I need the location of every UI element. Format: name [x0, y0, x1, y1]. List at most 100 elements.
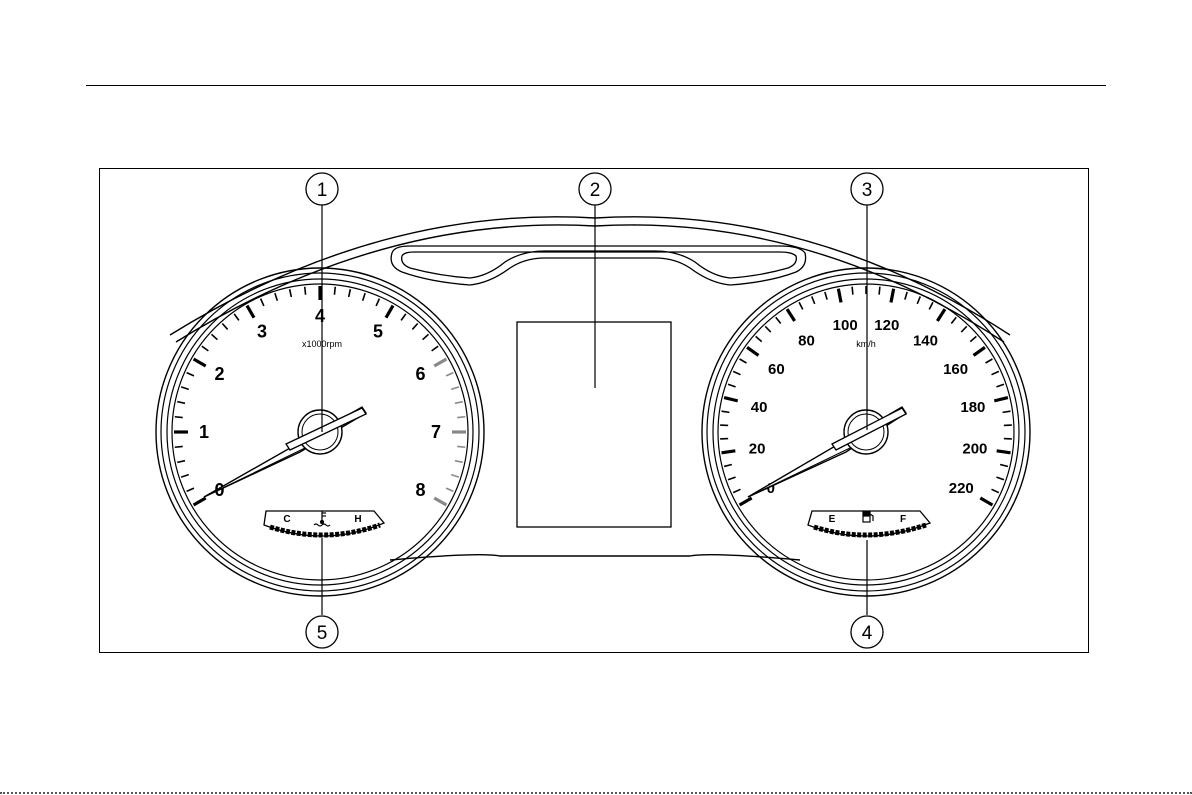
dial-tick: [852, 287, 853, 295]
dial-tick: [776, 317, 781, 323]
dial-tick: [275, 293, 277, 301]
dial-tick: [838, 289, 841, 303]
dial-tick: [721, 451, 735, 453]
dial-tick: [181, 387, 189, 389]
dial-tick: [986, 359, 993, 363]
dial-tick: [1003, 411, 1011, 412]
dial-tick: [905, 292, 907, 300]
dial-tick: [825, 292, 827, 300]
dial-tick: [451, 475, 459, 477]
callout-5: 5: [306, 616, 338, 648]
callout-4: 4: [851, 616, 883, 648]
dial-tick: [937, 309, 945, 321]
dial-number: 7: [431, 422, 441, 442]
dial-tick: [992, 489, 999, 492]
dial-tick: [996, 384, 1004, 387]
tachometer-needle: [204, 407, 366, 497]
dial-tick: [980, 498, 992, 505]
fuel-full-label: F: [900, 514, 906, 525]
dial-number: 100: [833, 317, 858, 334]
dial-tick: [177, 461, 185, 463]
temperature-hot-label: H: [354, 514, 361, 525]
dial-tick: [455, 461, 463, 463]
dial-tick: [721, 411, 729, 412]
dial-tick: [412, 324, 417, 330]
dial-tick: [194, 498, 206, 505]
dial-tick: [363, 293, 365, 301]
dial-tick: [177, 402, 185, 404]
dial-tick: [929, 302, 933, 309]
dial-number: 200: [962, 441, 987, 458]
dial-tick: [446, 373, 453, 376]
dial-tick: [455, 402, 463, 404]
dial-number: 80: [798, 332, 815, 349]
dial-tick: [951, 317, 956, 323]
dial-tick: [728, 477, 736, 480]
dial-tick: [234, 314, 239, 320]
dial-tick: [187, 488, 194, 491]
dial-tick: [386, 306, 393, 318]
dial-tick: [756, 336, 762, 341]
dial-number: 120: [874, 317, 899, 334]
dial-tick: [457, 446, 465, 447]
dial-tick: [261, 299, 264, 306]
dial-tick: [247, 306, 254, 318]
upper-indicator-window: [391, 246, 805, 285]
dial-tick: [305, 287, 306, 295]
dial-tick: [996, 477, 1004, 480]
fuel-gauge: E F: [808, 511, 930, 536]
dial-tick: [724, 465, 732, 467]
dial-tick: [457, 417, 465, 418]
callout-2: 2: [579, 173, 611, 205]
dial-tick: [212, 334, 218, 339]
dial-tick: [349, 289, 351, 297]
dial-tick: [997, 451, 1011, 453]
dial-tick: [181, 475, 189, 477]
dial-tick: [202, 346, 208, 351]
dial-tick: [733, 371, 740, 374]
dial-tick: [994, 398, 1008, 401]
dial-tick: [740, 359, 747, 363]
dial-tick: [175, 417, 183, 418]
dial-tick: [434, 498, 446, 505]
dial-tick: [974, 347, 985, 355]
dial-tick: [434, 359, 446, 366]
dial-tick: [194, 359, 206, 366]
dial-tick: [740, 498, 752, 505]
dial-tick: [222, 324, 227, 330]
speedometer-unit-label: km/h: [856, 339, 876, 349]
dial-number: 5: [373, 322, 383, 342]
dial-number: 20: [749, 441, 766, 458]
dial-number: 60: [768, 361, 785, 378]
svg-text:5: 5: [317, 623, 328, 644]
dial-tick: [175, 446, 183, 447]
dial-tick: [401, 314, 406, 320]
dial-tick: [290, 289, 292, 297]
tachometer-numbers: 012345678: [199, 306, 441, 500]
dial-tick: [728, 384, 736, 387]
callout-1: 1: [306, 173, 338, 205]
dial-tick: [992, 371, 999, 374]
callout-3: 3: [851, 173, 883, 205]
svg-text:4: 4: [862, 623, 873, 644]
dial-tick: [1000, 465, 1008, 467]
dial-tick: [799, 302, 803, 309]
dial-number: 1: [199, 422, 209, 442]
dial-tick: [747, 347, 758, 355]
svg-text:2: 2: [590, 180, 601, 201]
fuel-empty-label: E: [829, 514, 836, 525]
dial-number: 40: [751, 399, 768, 416]
dial-tick: [376, 299, 379, 306]
dial-number: 4: [315, 306, 325, 326]
dial-tick: [812, 296, 815, 303]
dial-number: 140: [913, 332, 938, 349]
dial-tick: [451, 387, 459, 389]
dial-number: 2: [215, 364, 225, 384]
dial-number: 8: [415, 480, 425, 500]
center-info-display: [517, 322, 671, 527]
dial-tick: [724, 398, 738, 401]
temperature-cold-label: C: [283, 514, 290, 525]
dial-number: 6: [415, 364, 425, 384]
dial-tick: [733, 489, 740, 492]
